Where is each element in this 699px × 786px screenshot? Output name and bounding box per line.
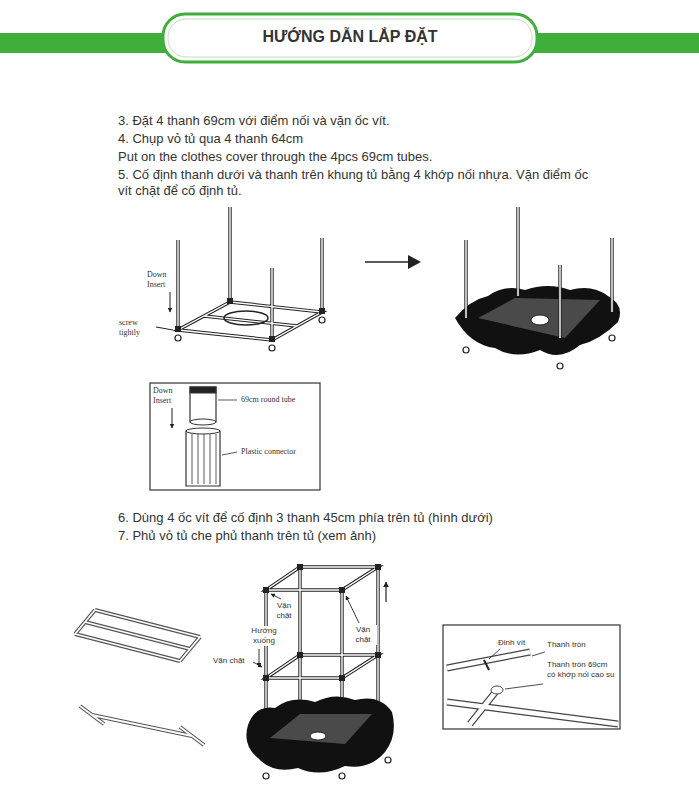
frame-figure-part-part bbox=[319, 317, 325, 323]
part-label: Down Insert bbox=[146, 270, 176, 290]
connector-detail-part bbox=[186, 431, 220, 486]
wardrobe-frame-part-part bbox=[375, 564, 381, 570]
part-label: Vặn chặt bbox=[270, 601, 298, 621]
frame-figure-part-part bbox=[269, 336, 275, 342]
part-label: Vặn chặt bbox=[349, 625, 377, 645]
wardrobe-frame-part-part bbox=[263, 773, 269, 779]
joint-detail-part bbox=[505, 684, 543, 689]
part-label: Down Insert bbox=[152, 386, 188, 406]
cover-figure-part bbox=[466, 207, 612, 338]
wardrobe-frame-part bbox=[385, 582, 386, 602]
cover-figure-part-part bbox=[609, 335, 615, 341]
step-text: Put on the clothes cover through the 4pc… bbox=[118, 149, 678, 165]
wardrobe-frame-part bbox=[263, 564, 381, 681]
connector-detail-part bbox=[190, 387, 216, 422]
cover-figure-part-part bbox=[463, 347, 469, 353]
connector-detail bbox=[150, 383, 320, 490]
frame-figure bbox=[156, 207, 325, 351]
part-label: screw tightly bbox=[118, 318, 156, 338]
step-text: 5. Cố định thanh dưới và thanh trên khun… bbox=[118, 167, 598, 200]
part-label: Plastic connector bbox=[240, 447, 297, 457]
cover-figure-part bbox=[463, 335, 615, 369]
cover-figure-part bbox=[531, 315, 549, 325]
wardrobe-frame-part bbox=[253, 662, 262, 667]
cover-figure-part-part bbox=[557, 363, 563, 369]
wardrobe-frame-part-part bbox=[339, 587, 345, 593]
part-label: Hướng xuống bbox=[246, 626, 282, 646]
top-rails-parts-part bbox=[80, 706, 204, 745]
connector-detail-part bbox=[222, 452, 237, 455]
top-rails-parts-part bbox=[80, 706, 204, 745]
cover-figure-part bbox=[466, 207, 612, 338]
wardrobe-frame bbox=[246, 564, 394, 779]
wardrobe-frame-part-part bbox=[375, 652, 381, 658]
part-label: Thanh tròn bbox=[546, 640, 587, 650]
wardrobe-frame-part-part bbox=[297, 564, 303, 570]
step-text: 4. Chụp vỏ tủ qua 4 thanh 64cm bbox=[118, 131, 678, 147]
part-label: Thanh tròn 69cm có khớp nối cao su bbox=[546, 660, 618, 680]
step-arrow-part bbox=[365, 261, 410, 263]
joint-detail-part bbox=[489, 649, 500, 659]
joint-detail-part bbox=[447, 652, 618, 724]
wardrobe-frame-part-part bbox=[297, 652, 303, 658]
part-label: Vặn chặt bbox=[212, 656, 246, 666]
page-title: HƯỚNG DẪN LẮP ĐẶT bbox=[163, 28, 537, 46]
wardrobe-frame-part bbox=[270, 714, 372, 744]
joint-detail-part bbox=[491, 686, 503, 694]
part-label: 69cm round tube bbox=[240, 395, 296, 405]
wardrobe-frame-part bbox=[246, 696, 394, 772]
wardrobe-frame-part bbox=[263, 757, 391, 779]
frame-figure-part-part bbox=[227, 298, 233, 304]
step-text: 7. Phủ vỏ tủ che phủ thanh trên tủ (xem … bbox=[118, 528, 678, 544]
wardrobe-frame-part bbox=[271, 594, 281, 599]
frame-figure-part bbox=[175, 298, 325, 342]
connector-detail-part bbox=[172, 408, 173, 428]
wardrobe-frame-part-part bbox=[385, 757, 391, 763]
cover-figure bbox=[455, 207, 620, 369]
connector-detail-part bbox=[186, 428, 220, 434]
top-rails-parts-part bbox=[75, 610, 200, 661]
wardrobe-frame-part-part bbox=[263, 587, 269, 593]
frame-figure-part bbox=[175, 317, 325, 351]
header-band bbox=[0, 14, 699, 62]
joint-detail bbox=[443, 625, 620, 729]
joint-detail-part bbox=[484, 660, 489, 670]
frame-figure-part bbox=[178, 207, 322, 340]
step-arrow-part bbox=[408, 255, 421, 269]
frame-figure-part bbox=[156, 327, 173, 330]
connector-detail-part bbox=[192, 434, 216, 484]
joint-detail-part bbox=[532, 652, 545, 656]
header-band-part bbox=[163, 14, 537, 62]
wardrobe-frame-part bbox=[259, 649, 260, 667]
frame-figure-part-part bbox=[319, 308, 325, 314]
step-text: 6. Dùng 4 ốc vít để cố định 3 thanh 45cm… bbox=[118, 510, 678, 526]
wardrobe-frame-part-part bbox=[339, 675, 345, 681]
wardrobe-frame-part-part bbox=[339, 773, 345, 779]
wardrobe-frame-part bbox=[346, 596, 359, 623]
joint-detail-part bbox=[443, 625, 620, 729]
step-arrow bbox=[365, 255, 421, 269]
cover-figure-part bbox=[455, 286, 620, 355]
connector-detail-part bbox=[218, 400, 237, 401]
joint-detail-part bbox=[447, 652, 618, 724]
frame-figure-part bbox=[178, 207, 322, 340]
frame-figure-part bbox=[170, 292, 171, 312]
part-label: Đinh vít bbox=[497, 638, 526, 648]
frame-figure-part-part bbox=[175, 326, 181, 332]
frame-figure-part-part bbox=[175, 335, 181, 341]
top-rails-parts bbox=[75, 610, 204, 745]
connector-detail-part bbox=[190, 419, 216, 425]
top-rails-parts-part bbox=[75, 610, 200, 661]
cover-figure-part bbox=[478, 298, 600, 338]
frame-figure-part bbox=[224, 311, 268, 325]
wardrobe-frame-part-part bbox=[263, 675, 269, 681]
step-text: 3. Đặt 4 thanh 69cm với điểm nối và vặn … bbox=[118, 113, 678, 129]
connector-detail-part bbox=[190, 387, 216, 393]
connector-detail-part bbox=[150, 383, 320, 490]
wardrobe-frame-part bbox=[310, 732, 326, 740]
frame-figure-part-part bbox=[269, 345, 275, 351]
